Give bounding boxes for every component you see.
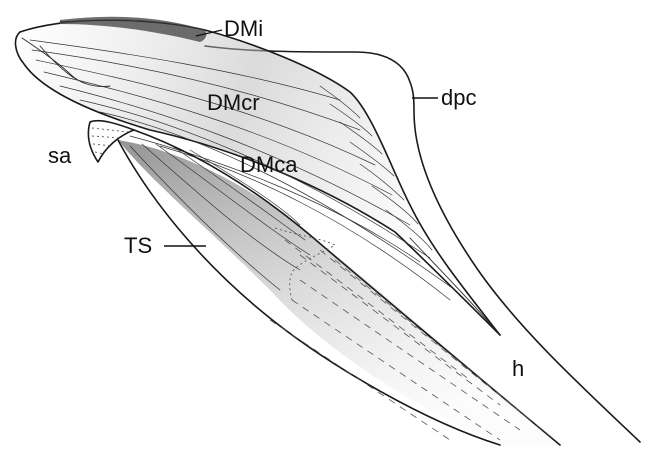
humerus-outline [204, 45, 641, 443]
label-dmi: DMi [224, 16, 263, 41]
label-dmca: DMca [240, 152, 298, 177]
label-ts-group: TS [124, 233, 206, 258]
muscle-dmi [59, 16, 207, 42]
label-ts: TS [124, 233, 152, 258]
label-dpc: dpc [441, 85, 476, 110]
label-sa: sa [48, 143, 72, 168]
muscle-ts [117, 129, 561, 446]
label-dmi-group: DMi [195, 16, 263, 41]
label-h: h [512, 356, 524, 381]
muscle-dmcr [14, 19, 501, 336]
scapular-attachment [87, 119, 135, 163]
label-dmcr: DMcr [207, 90, 260, 115]
label-dpc-group: dpc [412, 85, 476, 110]
